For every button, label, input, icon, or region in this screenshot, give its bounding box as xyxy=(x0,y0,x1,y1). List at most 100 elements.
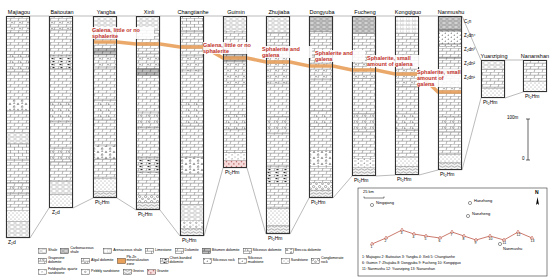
rock-layer xyxy=(49,69,73,102)
formation-label: Z₂d xyxy=(52,210,60,216)
rock-layer xyxy=(6,160,30,182)
rock-layer xyxy=(6,183,30,194)
rock-layer xyxy=(49,162,73,182)
legend-swatch xyxy=(285,248,294,254)
legend-item: Grapevine dolomite xyxy=(38,256,78,267)
legend-swatch xyxy=(104,248,112,253)
rock-layer xyxy=(352,167,376,176)
site-number: 4 xyxy=(413,236,415,240)
correlation-line xyxy=(462,16,481,60)
rock-layer xyxy=(6,210,30,221)
rock-layer xyxy=(438,31,462,46)
rock-layer xyxy=(6,194,30,211)
legend-label: Algal dolomite xyxy=(91,259,114,263)
correlation-line xyxy=(505,60,523,61)
legend-swatch xyxy=(81,269,90,275)
rock-layer xyxy=(309,190,333,198)
site-number: 6 xyxy=(439,240,441,244)
north-label: N xyxy=(535,190,539,196)
correlation-line xyxy=(73,198,93,208)
correlation-line xyxy=(30,16,49,17)
column-title: Kongqiguo xyxy=(395,10,421,16)
legend-swatch xyxy=(175,248,184,254)
legend-item: Feldspathic quartz sandstone xyxy=(38,268,78,276)
rock-layer xyxy=(93,68,117,101)
rock-layer xyxy=(136,128,160,158)
legend-swatch xyxy=(160,258,168,263)
scale-label: 25 km xyxy=(363,190,374,194)
legend-label: Siliceous dolomite xyxy=(253,249,282,253)
stratigraphic-column: Fucheng xyxy=(352,16,376,176)
correlation-line xyxy=(419,16,438,17)
legend-swatch xyxy=(203,258,212,264)
town-label: Nanzheng xyxy=(472,212,490,216)
rock-layer xyxy=(6,72,30,100)
legend-item: Bitumen dolomite xyxy=(202,247,240,255)
rock-layer xyxy=(309,151,333,167)
rock-layer xyxy=(180,205,204,221)
legend-swatch xyxy=(238,258,247,264)
legend-item: Sandstone xyxy=(281,256,308,267)
rock-layer xyxy=(136,158,160,173)
rock-layer xyxy=(481,60,505,70)
rock-layer xyxy=(180,102,204,126)
stratigraphic-column: Guimin xyxy=(223,16,247,168)
town-marker xyxy=(468,201,471,204)
rock-layer xyxy=(309,166,333,182)
site-number: 10 xyxy=(489,238,493,242)
rock-layer xyxy=(136,68,160,75)
legend-swatch xyxy=(145,248,154,254)
legend-label: Arenaceous shale xyxy=(113,249,142,253)
legend-label: Bitumen dolomite xyxy=(212,249,240,253)
legend-item: Siliceous mudstone xyxy=(238,256,278,267)
site-number: 12 xyxy=(517,234,521,238)
formation-label: Z₂d xyxy=(8,240,16,246)
correlation-line xyxy=(204,16,223,17)
column-title: Fucheng xyxy=(354,10,375,16)
rock-layer xyxy=(136,53,160,68)
correlation-line xyxy=(117,16,136,17)
rock-layer xyxy=(266,83,290,117)
column-title: Yuanziping xyxy=(481,54,508,60)
legend-swatch xyxy=(243,248,251,253)
rock-layer xyxy=(49,122,73,148)
rock-layer xyxy=(136,113,160,128)
legend-swatch xyxy=(160,258,169,264)
rock-layer xyxy=(180,126,204,157)
rock-layer xyxy=(49,16,73,29)
rock-layer xyxy=(49,148,73,161)
formation-label: Pt₂Hm xyxy=(95,200,109,206)
legend-item: Granite xyxy=(147,268,169,276)
stratigraphic-column: Xinli xyxy=(136,16,160,210)
rock-layer xyxy=(180,32,204,56)
rock-layer xyxy=(266,226,290,234)
rock-layer xyxy=(309,111,333,127)
rock-layer xyxy=(136,195,160,202)
legend-label: Pebbly sandstone xyxy=(91,270,120,274)
legend-swatch xyxy=(281,258,289,263)
rock-layer xyxy=(438,155,462,163)
rock-layer xyxy=(438,116,462,131)
stratigraphic-column: Kongqiguo xyxy=(395,16,419,175)
stratigraphic-column: Majiagou xyxy=(6,16,30,238)
correlation-line xyxy=(333,16,352,17)
rock-layer xyxy=(6,33,30,55)
legend-item: Carbonaceous shale xyxy=(60,247,100,255)
scale-bar xyxy=(526,119,530,160)
legend-swatch xyxy=(147,269,155,274)
rock-layer xyxy=(49,195,73,208)
legend-swatch xyxy=(117,258,125,263)
rock-layer xyxy=(523,60,547,81)
rock-layer xyxy=(6,99,30,110)
legend-swatch xyxy=(38,258,47,264)
legend-label: Breccia dolomite xyxy=(295,249,322,253)
rock-layer xyxy=(266,184,290,209)
correlation-line xyxy=(30,208,49,238)
rock-layer xyxy=(93,120,117,146)
map-scale xyxy=(364,197,384,199)
rock-layer xyxy=(481,89,505,99)
formation-label: Pt₂Hm xyxy=(182,238,196,244)
correlation-line xyxy=(247,16,266,17)
rock-layer xyxy=(49,102,73,122)
